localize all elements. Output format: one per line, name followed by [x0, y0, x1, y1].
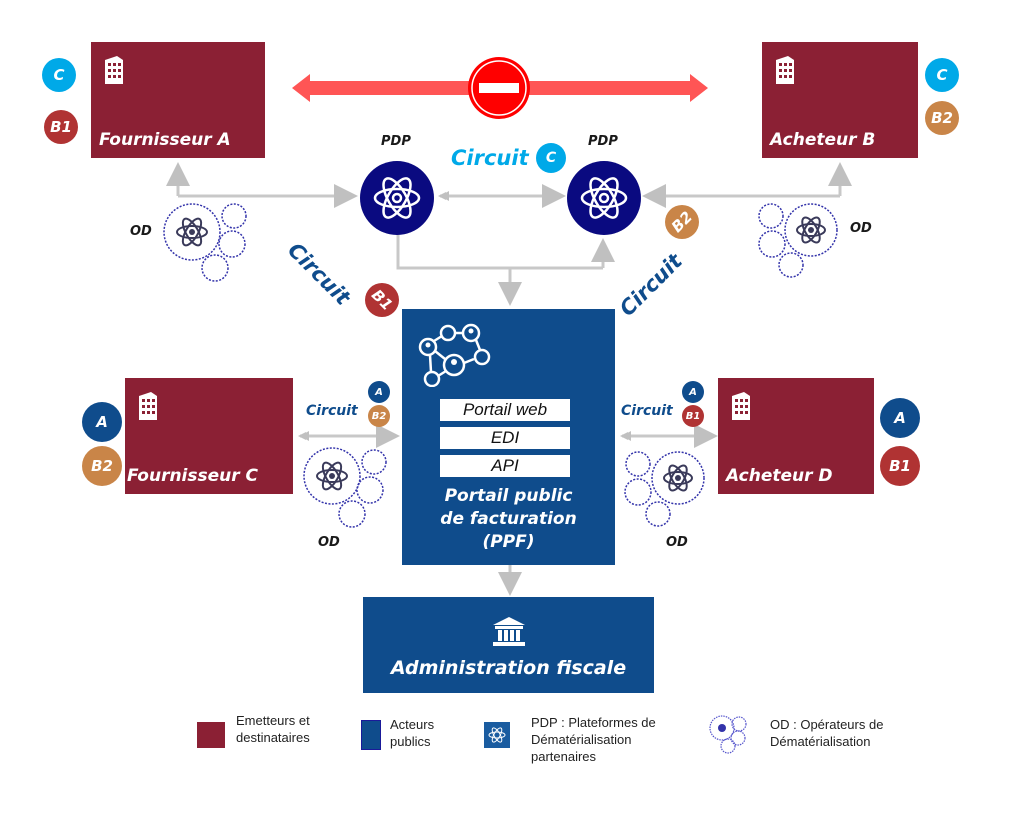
legend-text-line: Acteurs — [390, 717, 435, 732]
od-label: OD — [666, 535, 688, 550]
circuit-a-badge: A — [880, 398, 920, 438]
pdp-atom-icon — [567, 161, 641, 235]
legend-od-gears-icon — [709, 715, 747, 754]
circuit-b2-badge: B2 — [368, 405, 390, 427]
building-icon — [105, 56, 123, 84]
entity-acheteur-d: Acheteur D — [718, 378, 874, 494]
od-label: OD — [318, 535, 340, 550]
legend-text-line: Dématérialisation — [531, 732, 632, 747]
circuit-a-badge: A — [368, 381, 390, 403]
network-people-icon — [418, 323, 491, 387]
entity-label: Fournisseur A — [99, 130, 231, 150]
legend-text-line: destinataires — [236, 730, 310, 745]
ppf-title: Portail public de facturation (PPF) — [402, 485, 615, 554]
circuit-b2-badge: B2 — [82, 446, 122, 486]
legend-item-pdp: PDP : Plateformes de Dématérialisation p… — [531, 714, 656, 765]
legend-item-emetteurs: Emetteurs et destinataires — [236, 712, 310, 746]
od-gears-icon — [163, 203, 247, 282]
channel-api: API — [440, 455, 570, 477]
ppf-block: Portail web EDI API Portail public de fa… — [402, 309, 615, 565]
circuit-b1-badge: B1 — [880, 446, 920, 486]
building-icon — [139, 392, 157, 420]
channel-edi: EDI — [440, 427, 570, 449]
entity-label: Acheteur D — [726, 466, 833, 486]
circuit-a-badge: A — [682, 381, 704, 403]
no-entry-icon — [468, 57, 530, 119]
circuit-c-badge: C — [42, 58, 76, 92]
circuit-a-b2-label: Circuit — [306, 403, 358, 419]
ppf-title-line: de facturation — [440, 509, 577, 529]
admin-fiscale-block: Administration fiscale — [363, 597, 654, 693]
circuit-c-badge: C — [925, 58, 959, 92]
pdp-title: PDP — [588, 134, 618, 149]
admin-title: Administration fiscale — [390, 657, 627, 679]
ppf-title-line: Portail public — [444, 486, 573, 506]
pdp-atom-icon — [360, 161, 434, 235]
legend-item-acteurs: Acteurs publics — [390, 716, 434, 750]
circuit-b1-badge: B1 — [44, 110, 78, 144]
legend-text-line: publics — [390, 734, 431, 749]
od-gears-icon — [624, 451, 705, 527]
pdp-title: PDP — [381, 134, 411, 149]
circuit-b1-badge: B1 — [682, 405, 704, 427]
od-label: OD — [130, 224, 152, 239]
entity-fournisseur-c: Fournisseur C — [125, 378, 293, 494]
institution-icon — [493, 617, 525, 646]
connector-pdp-left-down — [396, 234, 603, 270]
entity-label: Acheteur B — [770, 130, 876, 150]
entity-acheteur-b: Acheteur B — [762, 42, 918, 158]
od-gears-icon — [758, 203, 838, 278]
circuit-c-label: Circuit — [451, 146, 529, 170]
channel-portail-web: Portail web — [440, 399, 570, 421]
circuit-c-badge: C — [536, 143, 566, 173]
legend-item-od: OD : Opérateurs de Dématérialisation — [770, 716, 883, 750]
legend-text-line: OD : Opérateurs de — [770, 717, 884, 732]
entity-fournisseur-a: Fournisseur A — [91, 42, 265, 158]
circuit-a-badge: A — [82, 402, 122, 442]
legend-text-line: Dématérialisation — [770, 734, 871, 749]
legend-text-line: Emetteurs et — [236, 713, 310, 728]
od-gears-icon — [303, 447, 387, 528]
legend-text-line: partenaires — [531, 749, 597, 764]
entity-label: Fournisseur C — [127, 466, 259, 486]
legend-pdp-atom-icon — [484, 722, 510, 748]
od-label: OD — [850, 221, 872, 236]
circuit-b2-badge: B2 — [925, 101, 959, 135]
ppf-title-line: (PPF) — [482, 532, 535, 552]
legend-text-line: PDP : Plateformes de — [531, 715, 656, 730]
legend-blue-square — [361, 720, 381, 750]
circuit-a-b1-label: Circuit — [621, 403, 673, 419]
legend-maroon-square — [197, 722, 225, 748]
building-icon — [732, 392, 750, 420]
building-icon — [776, 56, 794, 84]
